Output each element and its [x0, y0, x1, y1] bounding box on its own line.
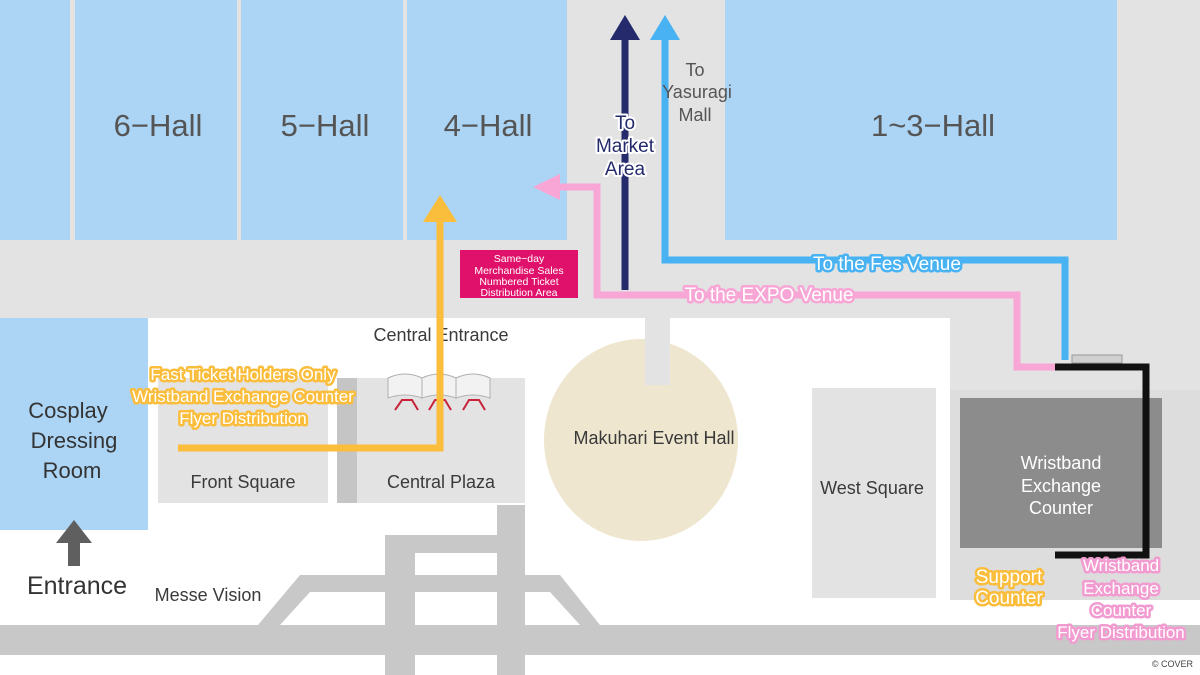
- hall-6-area: [0, 0, 70, 240]
- expo-venue-label: To the EXPO Venue: [684, 285, 853, 306]
- copyright-text: © COVER: [1152, 659, 1194, 669]
- canopy-icon-group: [387, 373, 491, 411]
- road-horizontal-main: [0, 625, 1200, 655]
- cosplay-dressing-room: [0, 318, 148, 530]
- support-counter-label-2: Counter: [975, 588, 1043, 609]
- hall-6-block: [75, 0, 237, 240]
- yasuragi-arrow-icon: [650, 15, 680, 40]
- front-square: [158, 378, 328, 503]
- entrance-arrow-icon: [56, 520, 92, 566]
- hall-1-3-label: 1~3−Hall: [871, 108, 995, 143]
- market-label-1: To: [615, 113, 635, 134]
- fast-ticket-label-3: Flyer Distribution: [179, 409, 307, 428]
- pink-counter-label-4: Flyer Distribution: [1057, 623, 1185, 642]
- road-cross: [385, 535, 525, 553]
- hall-4-block: [407, 0, 567, 240]
- counter-door: [1071, 354, 1123, 364]
- hall-1-3-block: [725, 0, 1117, 240]
- cosplay-label-1: Cosplay: [28, 398, 107, 423]
- counter-label-3: Counter: [1029, 498, 1093, 518]
- market-arrow-icon: [610, 15, 640, 40]
- fes-route-line: [661, 40, 1069, 360]
- expo-route-line: [560, 183, 1055, 371]
- counter-label-2: Exchange: [1021, 476, 1101, 496]
- market-label-2: Market: [596, 136, 655, 157]
- pink-counter-label-3: Counter: [1091, 601, 1152, 620]
- hall-6-label: 6−Hall: [114, 108, 203, 143]
- pink-counter-label-1: Wristband: [1083, 556, 1159, 575]
- counter-route-line: [1055, 363, 1150, 559]
- hall-5-block: [241, 0, 403, 240]
- messe-vision-ramp: [258, 575, 600, 625]
- entrance-label: Entrance: [27, 572, 127, 600]
- central-plaza-stairs: [337, 378, 357, 503]
- fast-ticket-label-1: Fast Ticket Holders Only: [150, 365, 336, 384]
- central-plaza-label: Central Plaza: [387, 472, 496, 492]
- yasuragi-label-1: To: [685, 60, 704, 80]
- front-square-label: Front Square: [190, 472, 295, 492]
- fast-ticket-arrow-icon: [423, 195, 457, 222]
- hall-4-label: 4−Hall: [444, 108, 533, 143]
- west-square-label: West Square: [820, 478, 924, 498]
- wristband-exchange-counter: [960, 398, 1162, 548]
- hall-5-label: 5−Hall: [281, 108, 370, 143]
- canopy-icon: [455, 373, 491, 399]
- cosplay-label-3: Room: [43, 458, 102, 483]
- merch-label-2: Merchandise Sales: [474, 265, 563, 277]
- merchandise-sales-area: [460, 250, 578, 298]
- merch-label-4: Distribution Area: [480, 287, 557, 299]
- expo-arrow-icon: [533, 174, 560, 200]
- market-label-3: Area: [605, 159, 646, 180]
- road-east-vertical: [645, 300, 670, 385]
- central-plaza: [337, 378, 525, 503]
- messe-vision-label: Messe Vision: [155, 585, 262, 605]
- support-counter-label-1: Support: [976, 567, 1043, 588]
- merch-label-3: Numbered Ticket: [479, 276, 558, 288]
- west-square: [812, 388, 936, 598]
- makuhari-event-hall-dome: [544, 339, 738, 541]
- fast-ticket-route-line: [178, 222, 444, 452]
- merch-label-1: Same−day: [494, 253, 545, 265]
- canopy-icon: [387, 373, 423, 399]
- fast-ticket-label-2: Wristband Exchange Counter: [132, 387, 354, 406]
- pink-counter-label-2: Exchange: [1083, 579, 1159, 598]
- fes-venue-label: To the Fes Venue: [813, 254, 961, 275]
- cosplay-label-2: Dressing: [31, 428, 118, 453]
- hall-4-notch: [567, 0, 575, 200]
- counter-label-1: Wristband: [1021, 453, 1102, 473]
- yasuragi-label-2: Yasuragi: [662, 82, 732, 102]
- event-hall-label: Makuhari Event Hall: [573, 428, 734, 448]
- corridor-right: [950, 300, 1200, 390]
- yasuragi-label-3: Mall: [678, 105, 711, 125]
